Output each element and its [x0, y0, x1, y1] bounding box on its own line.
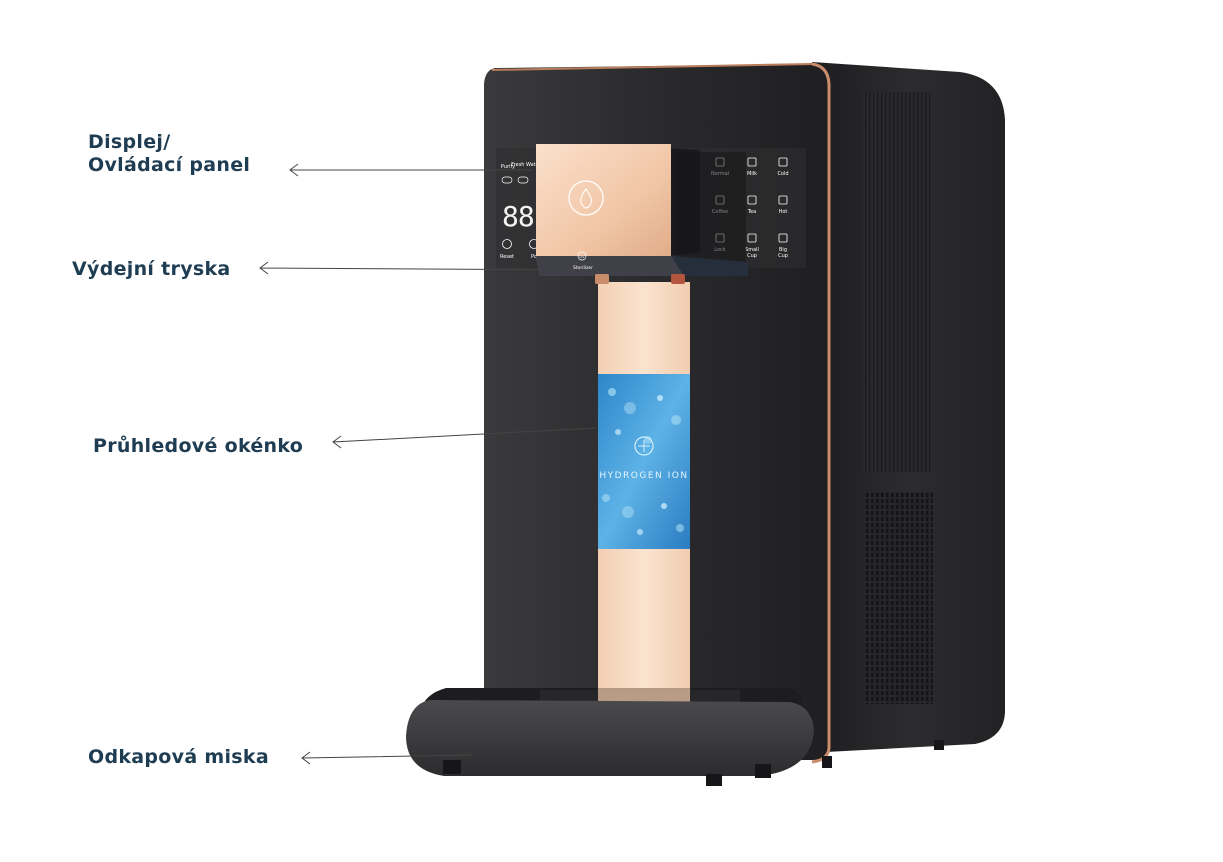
display-label-line2: Ovládací panel	[88, 154, 251, 176]
drip-tray-label: Odkapová miska	[88, 746, 269, 768]
nozzle-left	[595, 274, 609, 284]
purify-button[interactable]	[501, 176, 513, 184]
window-label: Průhledové okénko	[93, 435, 304, 457]
reset-label: Reset	[500, 254, 514, 260]
btn-fresh-water-label: Fresh Water	[511, 162, 542, 168]
water-drop-button[interactable]	[568, 180, 604, 216]
display-label-line1: Displej/	[88, 131, 171, 153]
small-cup-label-1: Small	[745, 247, 759, 253]
display-panel-label: Displej/ Ovládací panel	[88, 131, 250, 177]
fresh-water-button[interactable]	[517, 176, 529, 184]
window-brand-text: HYDROGEN ION	[599, 471, 688, 481]
tray-foot-2	[706, 774, 722, 786]
callout-arrows	[259, 163, 597, 765]
cold-icon[interactable]	[778, 157, 788, 167]
arrow-display	[289, 163, 532, 177]
big-cup-icon[interactable]	[778, 233, 788, 243]
big-cup-label-1: Big	[779, 247, 787, 253]
arrow-drip	[301, 751, 473, 765]
body-foot-2	[822, 756, 832, 768]
body-foot-3	[934, 740, 944, 750]
trim-edge	[811, 62, 831, 764]
hot-icon[interactable]	[778, 195, 788, 205]
temperature-digits: 88	[502, 200, 534, 233]
arrow-nozzle	[259, 261, 586, 275]
power-label: Po	[531, 254, 537, 260]
arrow-window	[332, 427, 597, 449]
water-drop-icon	[580, 188, 592, 209]
uv-badge-icon	[577, 251, 587, 261]
reset-button[interactable]	[502, 239, 512, 249]
hot-label: Hot	[779, 209, 788, 215]
big-cup-label-2: Cup	[778, 253, 788, 259]
uv-badge-text: UV	[580, 255, 586, 259]
nozzle-label: Výdejní tryska	[72, 258, 231, 280]
trim-top	[491, 63, 813, 71]
tea-label: Tea	[747, 209, 756, 215]
sterilizer-label: Sterilizer	[573, 265, 593, 271]
drip-tray	[406, 688, 944, 786]
milk-label: Milk	[747, 171, 757, 177]
nozzle-right	[671, 274, 685, 284]
tray-foot-1	[443, 760, 461, 774]
btn-purify-label: Purify	[501, 164, 515, 170]
body-foot-1	[755, 764, 771, 778]
viewing-window: HYDROGEN ION	[598, 374, 690, 549]
side-vent-top	[863, 92, 933, 472]
milk-icon[interactable]	[747, 157, 757, 167]
cold-label: Cold	[777, 171, 788, 177]
tea-icon[interactable]	[747, 195, 757, 205]
small-cup-label-2: Cup	[747, 253, 757, 259]
side-vent-grille	[865, 492, 933, 704]
dispensing-head: UV Sterilizer	[536, 144, 748, 284]
small-cup-icon[interactable]	[747, 233, 757, 243]
